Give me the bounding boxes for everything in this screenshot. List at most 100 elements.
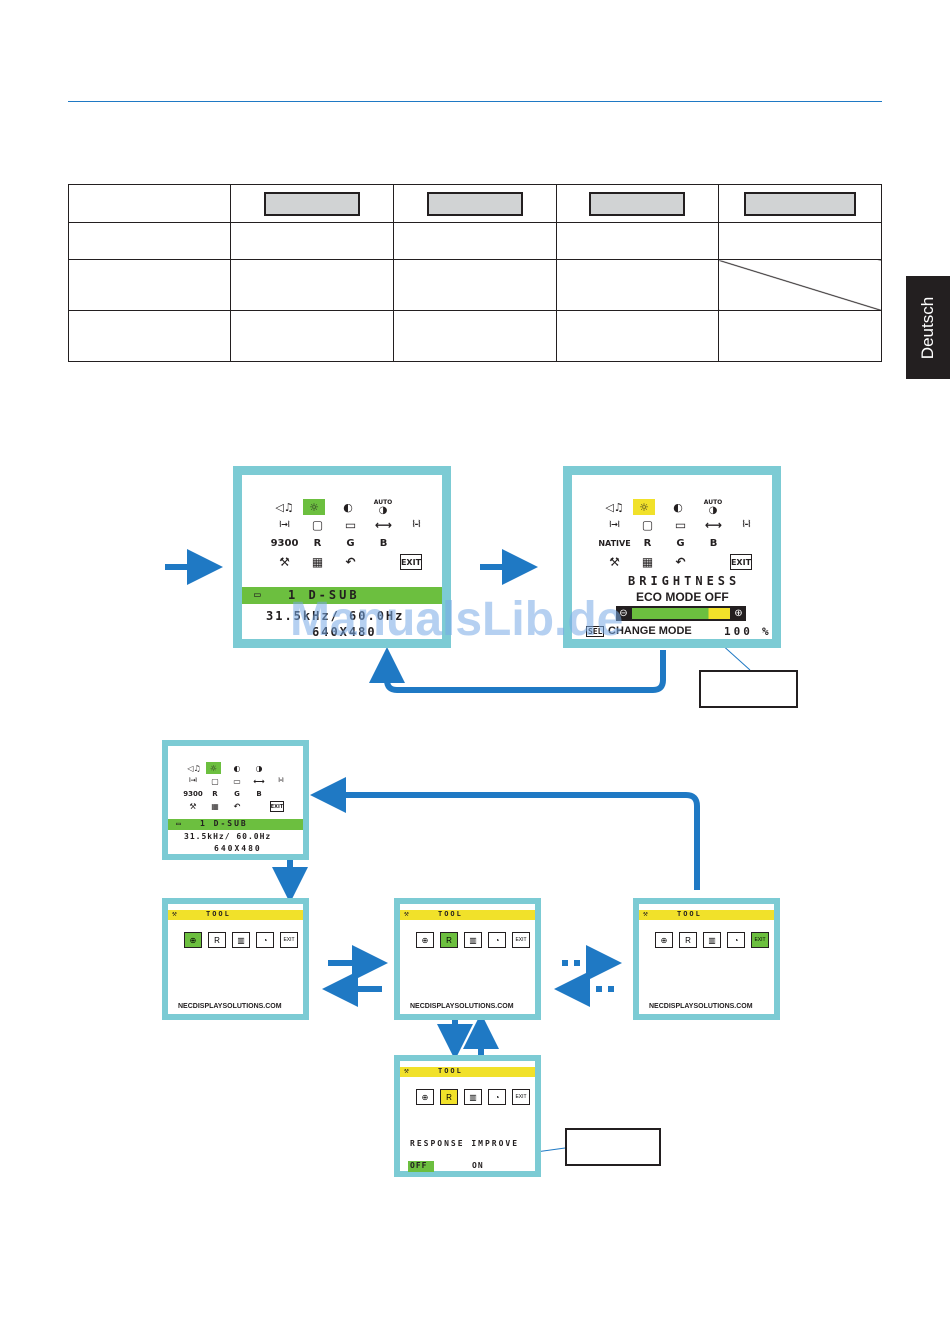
table-cell-na	[718, 259, 882, 311]
frequency-readout: 31.5kHz/ 60.0Hz	[184, 832, 272, 841]
exit-icon: EXIT	[280, 932, 298, 948]
tool-icon: ⚒	[279, 555, 290, 569]
response-improve-icon: R	[440, 932, 458, 948]
header-button-1	[264, 191, 361, 216]
header-button-2	[426, 191, 523, 216]
red-label: R	[313, 537, 322, 549]
tool-title: TOOL	[677, 910, 702, 918]
off-label: OFF	[410, 1161, 428, 1170]
eco-mode-label: ECO MODE OFF	[636, 590, 729, 604]
down-up-icon: ▭	[233, 776, 241, 786]
osd-tool-response: ⚒ TOOL ⊕ R ▥ ◔ EXIT RESPONSE IMPROVE OFF…	[394, 1055, 541, 1177]
watermark: ManualsLib.de	[290, 593, 624, 646]
exit-icon: EXIT	[512, 1089, 530, 1105]
brightness-icon: ☼	[303, 499, 325, 515]
volume-icon: ◁♫	[605, 500, 624, 514]
color-preset-label: 9300	[270, 537, 299, 549]
osd-brightness: ◁♫ ☼ ◐ AUTO◑ ⦚→⦚ ▢ ▭ ⟷ ⦚-⦚ NATIVE R G B …	[563, 466, 781, 648]
volume-icon: ◁♫	[187, 763, 201, 773]
color-preset-label: NATIVE	[598, 538, 631, 548]
volume-icon: ◁♫	[275, 500, 294, 514]
table-cell	[555, 184, 720, 223]
tool-header: ⚒ TOOL	[639, 909, 774, 920]
red-label: R	[212, 790, 218, 798]
brightness-value: 100	[724, 625, 753, 638]
brightness-slider[interactable]: ⊖ ⊕	[616, 606, 746, 621]
auto-contrast-icon: AUTO◑	[373, 499, 393, 516]
table-cell	[718, 310, 882, 362]
tool-title: TOOL	[438, 1067, 463, 1075]
tool-title: TOOL	[206, 910, 231, 918]
url-text: NECDISPLAYSOLUTIONS.COM	[410, 1003, 514, 1010]
callout-box-1	[699, 670, 798, 708]
factory-preset-icon: ↶	[233, 802, 241, 811]
exit-icon: EXIT	[512, 932, 530, 948]
factory-preset-icon: ↶	[675, 555, 686, 569]
input-icon: ▭	[176, 819, 181, 828]
tool-icon: ⚒	[404, 1066, 409, 1075]
header-rule	[68, 101, 882, 102]
on-option[interactable]: ON	[472, 1161, 484, 1170]
green-label: G	[676, 537, 685, 549]
off-timer-icon: ▥	[464, 932, 482, 948]
fine-icon: ⦚-⦚	[412, 520, 421, 530]
down-up-icon: ▭	[344, 518, 357, 532]
off-option[interactable]: OFF	[408, 1161, 434, 1172]
table-cell	[392, 310, 557, 362]
tool-icon: ⚒	[172, 909, 177, 918]
down-up-icon: ▭	[674, 518, 687, 532]
header-button-4	[744, 191, 857, 216]
response-improve-label: RESPONSE IMPROVE	[410, 1139, 520, 1148]
spec-table	[67, 184, 882, 362]
resolution-readout: 640X480	[214, 844, 262, 853]
table-cell	[718, 184, 882, 223]
fine-icon: ⦚-⦚	[742, 520, 751, 530]
contrast-icon: ◐	[673, 500, 683, 514]
menu-tools-icon: ▦	[641, 555, 654, 569]
menu-tools-icon: ▦	[311, 555, 324, 569]
auto-adjust-icon: ⦚→⦚	[279, 520, 290, 529]
tool-title: TOOL	[438, 910, 463, 918]
green-label: G	[346, 537, 355, 549]
plus-icon: ⊕	[734, 608, 743, 619]
off-timer-icon: ▥	[232, 932, 250, 948]
auto-adjust-icon: ⦚→⦚	[189, 777, 197, 784]
input-bar: ▭ 1 D-SUB	[242, 587, 442, 604]
contrast-icon: ◐	[343, 500, 353, 514]
color-preset-label: 9300	[183, 790, 203, 798]
left-right-icon: ▢	[211, 776, 219, 786]
tool-header: ⚒ TOOL	[400, 1066, 535, 1077]
auto-contrast-icon: AUTO◑	[703, 499, 723, 516]
resolution-readout: 640X480	[312, 625, 377, 639]
osd-tool-1: ⚒ TOOL ⊕ R ▥ ◔ EXIT NECDISPLAYSOLUTIONS.…	[162, 898, 309, 1020]
left-right-icon: ▢	[311, 518, 324, 532]
h-size-icon: ⟷	[253, 776, 265, 786]
header-button-3	[589, 191, 686, 216]
factory-preset-icon: ↶	[345, 555, 356, 569]
brightness-icon: ☼	[633, 499, 655, 515]
input-bar: ▭ 1 D-SUB	[168, 819, 303, 830]
green-label: G	[234, 790, 240, 798]
frequency-readout: 31.5kHz/ 60.0Hz	[266, 609, 405, 623]
callout-box-2	[565, 1128, 661, 1166]
tool-icon: ⚒	[404, 909, 409, 918]
brightness-title: BRIGHTNESS	[628, 574, 741, 588]
ddc-ci-icon: ◔	[256, 932, 274, 948]
slider-track	[632, 608, 730, 619]
input-label: 1 D-SUB	[288, 588, 360, 602]
blue-label: B	[379, 537, 388, 549]
table-cell	[230, 310, 394, 362]
left-right-icon: ▢	[641, 518, 654, 532]
ddc-ci-icon: ◔	[488, 932, 506, 948]
exit-icon: EXIT	[270, 801, 284, 812]
tool-icon: ⚒	[643, 909, 648, 918]
tool-header: ⚒ TOOL	[400, 909, 535, 920]
auto-adjust-icon: ⦚→⦚	[609, 520, 620, 529]
sel-icon: SEL	[586, 626, 605, 637]
h-size-icon: ⟷	[704, 518, 723, 532]
input-icon: ▭	[254, 588, 261, 601]
osd-tool-2: ⚒ TOOL ⊕ R ▥ ◔ EXIT NECDISPLAYSOLUTIONS.…	[394, 898, 541, 1020]
exit-icon: EXIT	[730, 554, 752, 570]
osd-main-menu: ◁♫ ☼ ◐ AUTO◑ ⦚→⦚ ▢ ▭ ⟷ ⦚-⦚ 9300 R G B ⚒ …	[233, 466, 451, 648]
response-improve-icon: R	[679, 932, 697, 948]
